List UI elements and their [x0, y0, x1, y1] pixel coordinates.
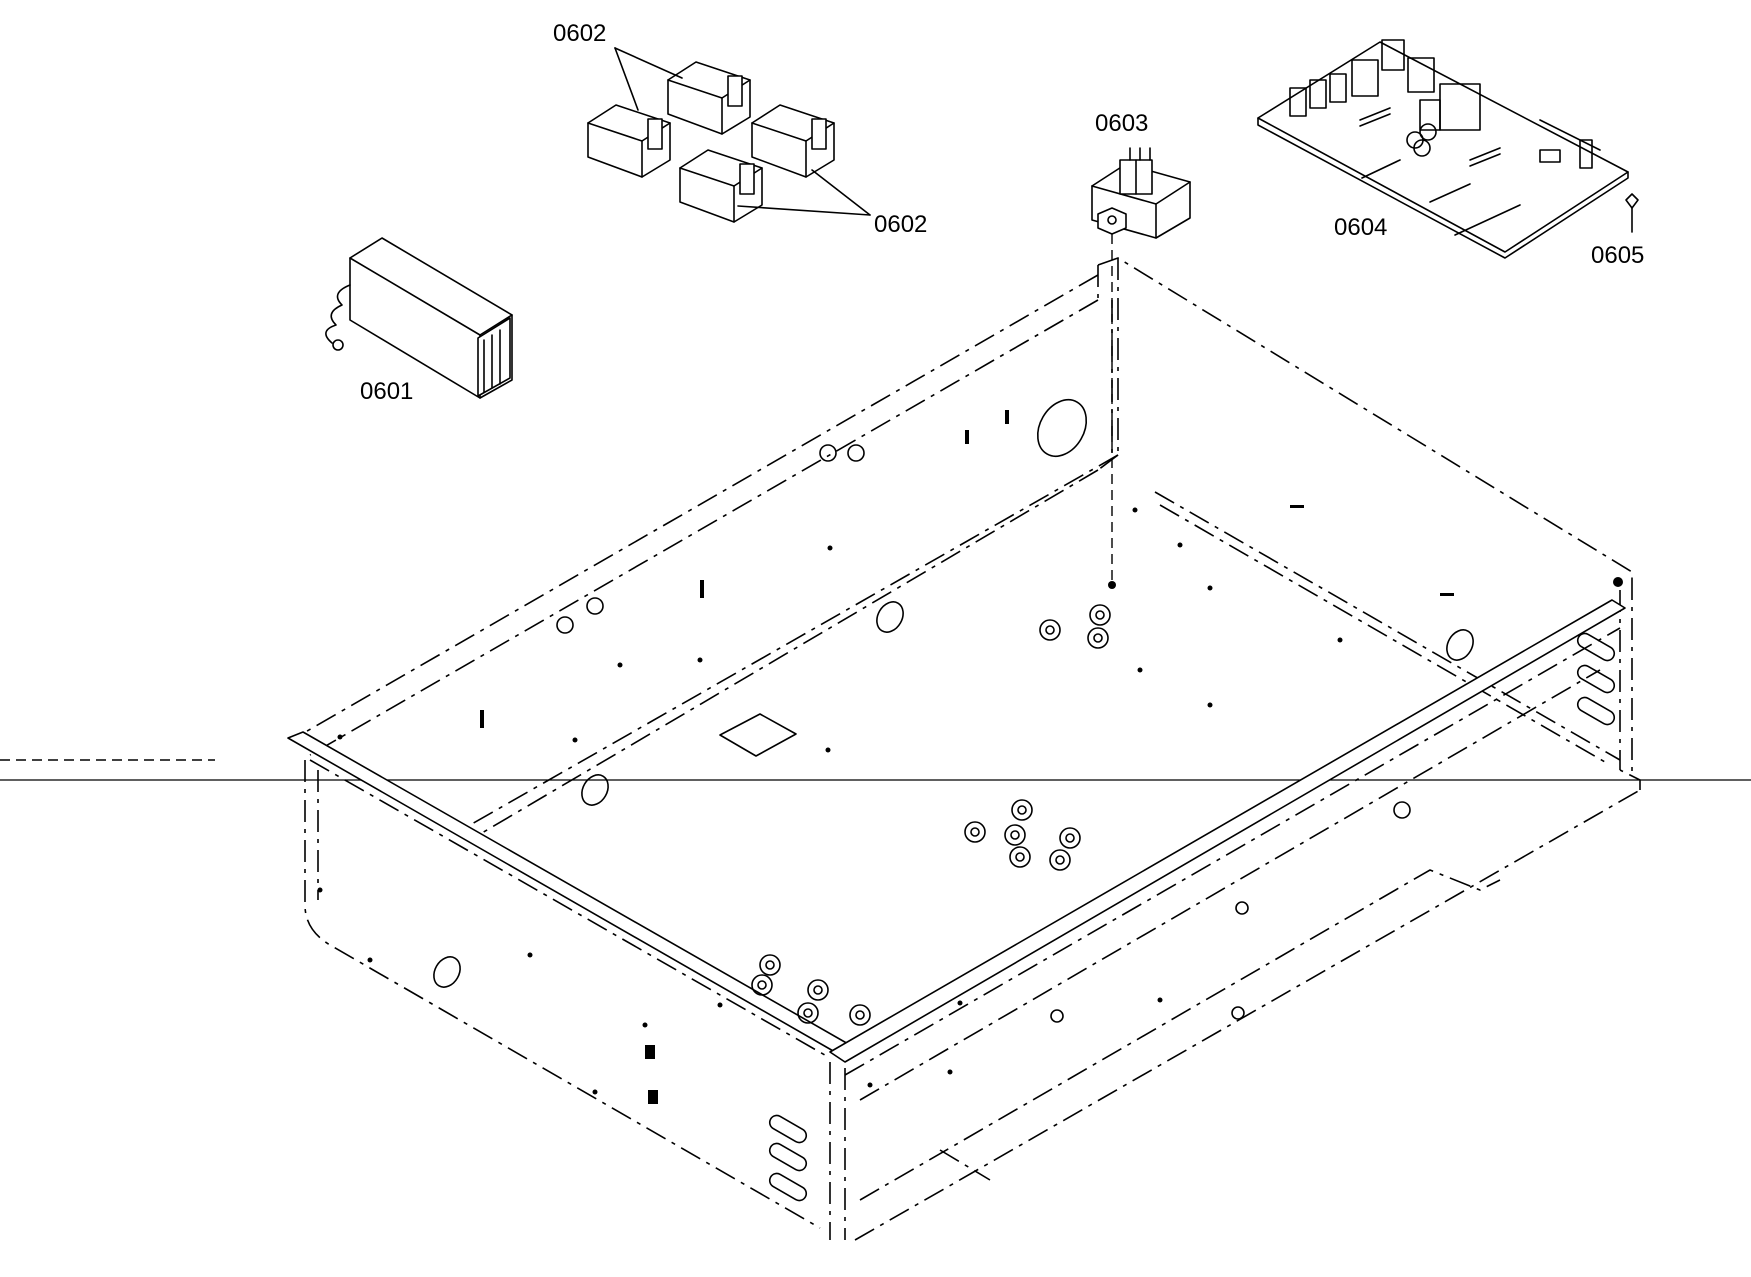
floor-holes	[317, 398, 1623, 1202]
label-0605: 0605	[1591, 242, 1645, 269]
chassis-drawing	[287, 257, 1641, 1241]
part-0602-drawing	[587, 47, 871, 223]
label-0601: 0601	[360, 378, 414, 405]
part-0604-drawing	[1257, 39, 1639, 259]
part-0601-drawing	[325, 237, 513, 399]
label-0603: 0603	[1095, 110, 1149, 137]
part-0603-drawing	[1091, 147, 1191, 588]
reference-line	[0, 759, 1751, 781]
label-0602-bottom: 0602	[874, 211, 928, 238]
label-0602-top: 0602	[553, 20, 607, 47]
label-0604: 0604	[1334, 214, 1388, 241]
